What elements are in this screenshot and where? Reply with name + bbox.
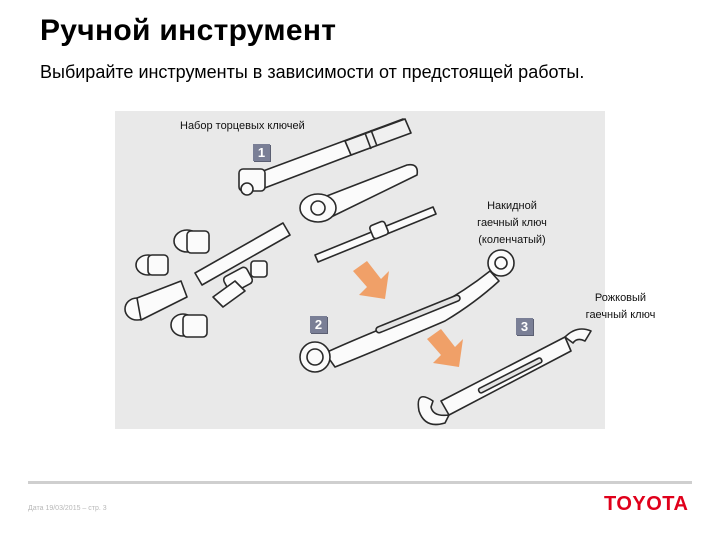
footer-divider [28, 481, 692, 484]
toyota-logo: TOYOTA [604, 493, 689, 515]
box-wrench-label-line: гаечный ключ [477, 217, 547, 229]
arrow-to-open-wrench [427, 329, 463, 367]
badge-1: 1 [253, 144, 270, 161]
open-wrench-label-line: Рожковый [594, 292, 647, 304]
arrow-to-box-wrench [353, 261, 389, 299]
box-wrench-label-line: (коленчатый) [478, 234, 546, 246]
slide-title: Ручной инструмент [40, 14, 337, 47]
universal-joint [194, 222, 291, 308]
badge-2: 2 [310, 316, 327, 333]
socket-set-label: Набор торцевых ключей [180, 120, 305, 132]
torque-wrench [238, 118, 412, 196]
box-wrench [299, 249, 515, 373]
box-wrench-label: Накидной гаечный ключ (коленчатый) [462, 198, 562, 249]
ratchet-handle [299, 163, 419, 223]
tools-illustration [115, 111, 605, 429]
box-wrench-label-line: Накидной [487, 200, 537, 212]
extension-bar [314, 206, 437, 263]
slide-subtitle: Выбирайте инструменты в зависимости от п… [40, 62, 585, 82]
open-wrench-label-line: гаечный ключ [585, 309, 656, 321]
footer-date-page: Дата 19/03/2015 – стр. 3 [28, 505, 107, 512]
arrows [353, 261, 463, 367]
open-end-wrench [417, 328, 592, 426]
sockets [124, 229, 210, 338]
badge-3: 3 [516, 318, 533, 335]
tools-drawing [124, 118, 592, 426]
open-wrench-label: Рожковый гаечный ключ [568, 290, 673, 324]
